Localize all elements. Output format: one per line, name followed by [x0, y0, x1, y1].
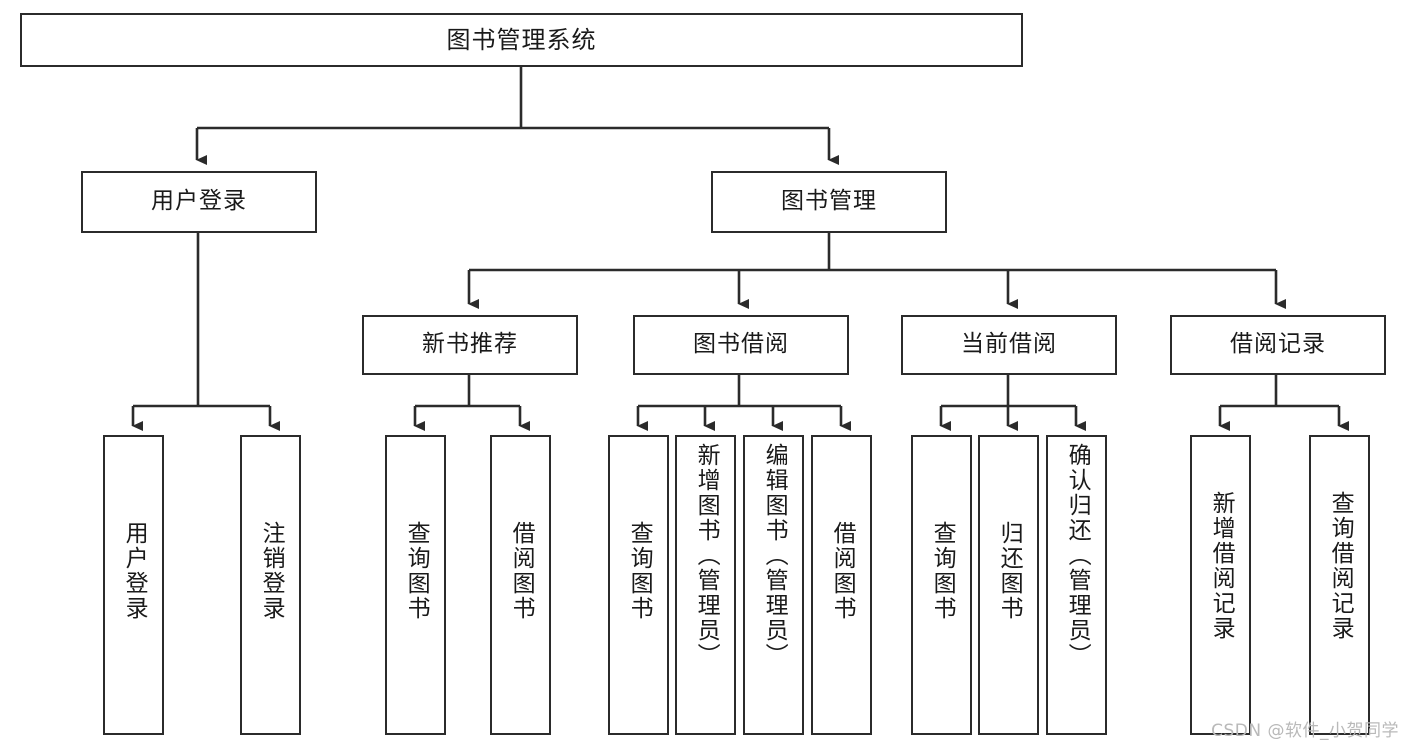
node-borrow-record-label: 借阅记录 — [1230, 331, 1326, 358]
leaf-record-add[interactable]: 新增借阅记录 — [1190, 435, 1251, 735]
node-book-borrow[interactable]: 图书借阅 — [633, 315, 849, 375]
leaf-label: 用户登录 — [121, 521, 148, 621]
leaf-current-query-book[interactable]: 查询图书 — [911, 435, 972, 735]
node-new-book-recommend-label: 新书推荐 — [422, 331, 518, 358]
node-current-borrow-label: 当前借阅 — [961, 331, 1057, 358]
node-user-login[interactable]: 用户登录 — [81, 171, 317, 233]
leaf-label: 新增借阅记录 — [1208, 491, 1235, 641]
leaf-label: 查询图书 — [403, 521, 430, 621]
node-book-borrow-label: 图书借阅 — [693, 331, 789, 358]
leaf-new-book-query[interactable]: 查询图书 — [385, 435, 446, 735]
leaf-borrow-add-book[interactable]: 新增图书（管理员） — [675, 435, 736, 735]
node-current-borrow[interactable]: 当前借阅 — [901, 315, 1117, 375]
leaf-label: 借阅图书 — [829, 521, 856, 621]
leaf-label: 确认归还（管理员） — [1064, 443, 1091, 668]
leaf-label: 查询图书 — [929, 521, 956, 621]
leaf-label: 注销登录 — [258, 521, 285, 621]
leaf-current-confirm-return[interactable]: 确认归还（管理员） — [1046, 435, 1107, 735]
leaf-borrow-query-book[interactable]: 查询图书 — [608, 435, 669, 735]
leaf-label: 查询图书 — [626, 521, 653, 621]
leaf-user-login-logout[interactable]: 注销登录 — [240, 435, 301, 735]
node-book-manage-label: 图书管理 — [781, 188, 877, 215]
leaf-label: 归还图书 — [996, 521, 1023, 621]
node-book-manage[interactable]: 图书管理 — [711, 171, 947, 233]
leaf-new-book-borrow[interactable]: 借阅图书 — [490, 435, 551, 735]
watermark-text: CSDN @软件_小贺同学 — [1211, 721, 1399, 741]
leaf-record-query[interactable]: 查询借阅记录 — [1309, 435, 1370, 735]
leaf-user-login-login[interactable]: 用户登录 — [103, 435, 164, 735]
leaf-label: 借阅图书 — [508, 521, 535, 621]
node-new-book-recommend[interactable]: 新书推荐 — [362, 315, 578, 375]
leaf-label: 编辑图书（管理员） — [761, 443, 788, 668]
node-root-label: 图书管理系统 — [446, 25, 597, 54]
node-root[interactable]: 图书管理系统 — [20, 13, 1023, 67]
leaf-label: 新增图书（管理员） — [693, 443, 720, 668]
leaf-borrow-edit-book[interactable]: 编辑图书（管理员） — [743, 435, 804, 735]
leaf-current-return-book[interactable]: 归还图书 — [978, 435, 1039, 735]
node-user-login-label: 用户登录 — [151, 188, 247, 215]
leaf-label: 查询借阅记录 — [1327, 491, 1354, 641]
leaf-borrow-borrow-book[interactable]: 借阅图书 — [811, 435, 872, 735]
node-borrow-record[interactable]: 借阅记录 — [1170, 315, 1386, 375]
